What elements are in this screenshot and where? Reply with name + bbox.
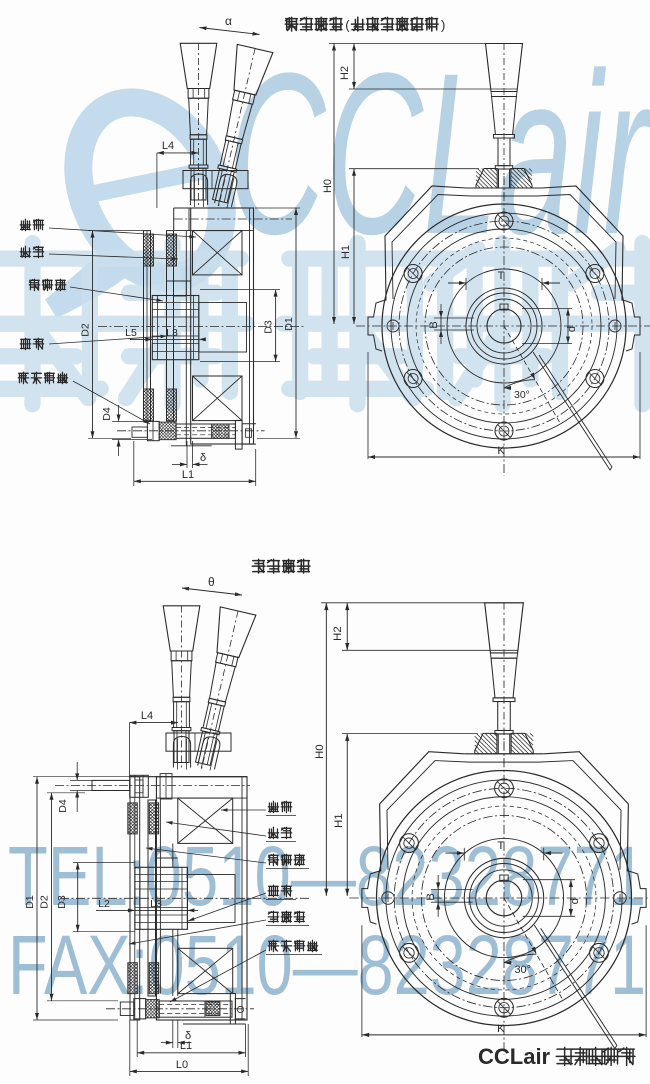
svg-text:D3: D3 <box>263 320 275 334</box>
svg-text:L0: L0 <box>176 1059 188 1071</box>
svg-text:δ: δ <box>200 452 206 464</box>
svg-text:δ: δ <box>185 1030 191 1042</box>
svg-text:α: α <box>225 14 232 28</box>
svg-text:L4: L4 <box>162 140 174 152</box>
svg-text:L2: L2 <box>98 898 110 910</box>
svg-text:L5: L5 <box>125 327 137 339</box>
svg-text:L3: L3 <box>166 327 178 339</box>
svg-text:L3: L3 <box>150 898 162 910</box>
svg-text:D2: D2 <box>80 323 92 337</box>
svg-text:D2: D2 <box>39 895 51 909</box>
svg-text:D1: D1 <box>283 317 295 331</box>
svg-text:D1: D1 <box>24 895 36 909</box>
svg-text:CCLair: CCLair <box>228 25 650 282</box>
svg-text:θ: θ <box>208 575 215 589</box>
svg-text:CCLair: CCLair <box>478 1044 551 1069</box>
svg-text:): ) <box>441 18 445 33</box>
svg-text:D4: D4 <box>101 407 113 421</box>
svg-text:L1: L1 <box>180 1040 192 1052</box>
svg-text:TEL:0510—82328771: TEL:0510—82328771 <box>8 829 646 923</box>
svg-text:D4: D4 <box>57 799 69 813</box>
svg-text:(: ( <box>345 18 350 33</box>
svg-text:L1: L1 <box>182 469 194 481</box>
svg-text:D3: D3 <box>56 895 68 909</box>
svg-text:L4: L4 <box>141 710 153 722</box>
